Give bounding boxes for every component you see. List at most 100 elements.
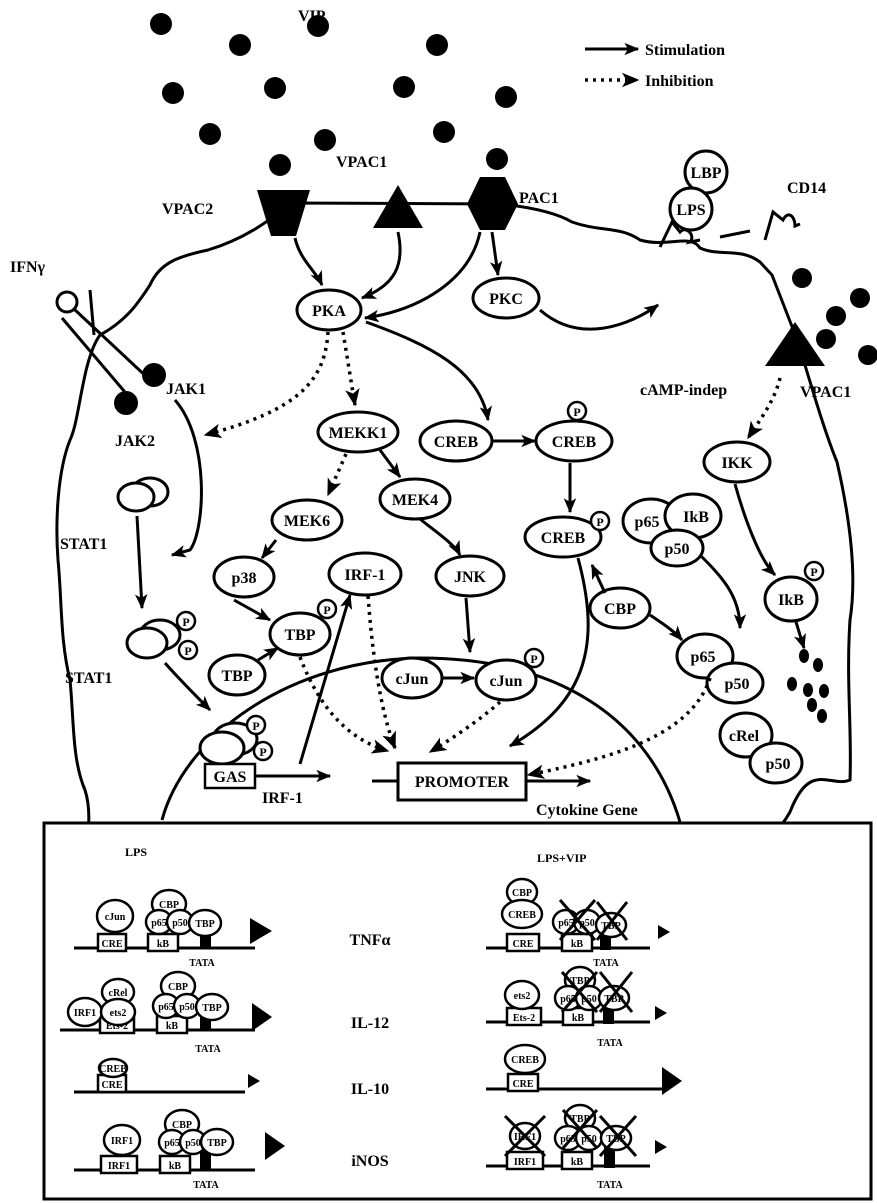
- svg-text:P: P: [596, 515, 603, 529]
- pac1-label: PAC1: [519, 190, 559, 207]
- svg-text:p50: p50: [766, 756, 791, 773]
- svg-text:CBP: CBP: [172, 1120, 192, 1131]
- stat1-inactive: [116, 476, 170, 513]
- svg-text:p50: p50: [665, 541, 690, 558]
- svg-text:CREB: CREB: [511, 1055, 539, 1066]
- svg-text:P: P: [573, 405, 580, 419]
- creb3-node: CREB P: [523, 510, 611, 559]
- svg-text:TATA: TATA: [597, 1180, 623, 1191]
- stat1-bottom-label: STAT1: [65, 670, 112, 687]
- svg-text:TBP: TBP: [221, 668, 252, 685]
- inset-lpsvip-header: LPS+VIP: [537, 851, 587, 865]
- promoter-box: [372, 761, 592, 802]
- svg-text:p65: p65: [691, 649, 716, 666]
- svg-text:TATA: TATA: [593, 958, 619, 969]
- svg-text:kB: kB: [571, 939, 584, 950]
- svg-text:IKK: IKK: [721, 455, 753, 472]
- vpac1-right-receptor: [765, 322, 825, 366]
- lpsvip-il10-promoter: CRE CREB: [486, 1043, 682, 1095]
- svg-text:p50: p50: [179, 1002, 195, 1013]
- svg-text:CREB: CREB: [508, 910, 536, 921]
- irf1-gene-label: IRF-1: [262, 790, 303, 807]
- svg-text:p65: p65: [151, 918, 167, 929]
- svg-text:CREB: CREB: [541, 530, 586, 547]
- legend-inhibition: Inhibition: [645, 73, 714, 90]
- svg-text:P: P: [323, 603, 330, 617]
- mekk1-node: MEKK1: [316, 410, 400, 454]
- lpsvip-il12-promoter: Ets-2 kB TATA ets2 TBP p65 p50 TBP: [486, 965, 667, 1049]
- svg-text:CRE: CRE: [101, 1080, 122, 1091]
- svg-text:MEK4: MEK4: [392, 492, 438, 509]
- cytokine-gene-label: Cytokine Gene: [536, 802, 638, 819]
- svg-text:CBP: CBP: [604, 601, 636, 618]
- svg-text:TBP: TBP: [604, 994, 623, 1005]
- svg-text:p50: p50: [581, 994, 597, 1005]
- svg-text:cRel: cRel: [109, 988, 128, 999]
- svg-text:p65: p65: [164, 1138, 180, 1149]
- svg-text:cJun: cJun: [105, 912, 126, 923]
- svg-text:p65: p65: [635, 514, 660, 531]
- svg-text:PKC: PKC: [489, 291, 523, 308]
- svg-text:MEK6: MEK6: [284, 513, 330, 530]
- crel-p50-node: cRel p50: [718, 711, 804, 785]
- svg-text:cJun: cJun: [490, 673, 523, 690]
- gene-il12: IL-12: [351, 1015, 389, 1032]
- jak1-label: JAK1: [166, 381, 206, 398]
- svg-text:p50: p50: [579, 918, 595, 929]
- svg-text:CREB: CREB: [552, 434, 597, 451]
- svg-text:TBP: TBP: [601, 921, 620, 932]
- svg-text:CRE: CRE: [512, 1079, 533, 1090]
- svg-text:IkB: IkB: [683, 509, 709, 526]
- svg-text:P: P: [184, 644, 191, 658]
- tbp-node: TBP: [207, 653, 267, 697]
- lps-il10-promoter: CRE CREB: [74, 1057, 260, 1094]
- svg-text:CRE: CRE: [512, 939, 533, 950]
- vip-label: VIP: [298, 8, 326, 25]
- mek6-node: MEK6: [270, 498, 344, 542]
- svg-text:kB: kB: [572, 1013, 585, 1024]
- svg-text:TBP: TBP: [202, 1003, 221, 1014]
- stat1-phosphorylated: P P: [125, 610, 199, 661]
- ifn-gamma-receptor: [55, 289, 166, 415]
- stat1-top-label: STAT1: [60, 536, 107, 553]
- gene-il10: IL-10: [351, 1081, 389, 1098]
- svg-text:p65: p65: [558, 918, 574, 929]
- ifn-gamma-label: IFNγ: [10, 259, 46, 276]
- lpsvip-inos-promoter: IRF1 kB TATA IRF1 TBP p65 p50 TBP: [486, 1103, 667, 1191]
- svg-text:TBP: TBP: [284, 627, 315, 644]
- p65-p50-node: p65 p50: [675, 632, 765, 705]
- svg-text:TATA: TATA: [195, 1044, 221, 1055]
- lps-label: LPS: [676, 202, 705, 219]
- svg-text:cRel: cRel: [729, 728, 760, 745]
- svg-text:TBP: TBP: [207, 1138, 226, 1149]
- creb1-node: CREB: [418, 419, 494, 463]
- svg-text:kB: kB: [571, 1157, 584, 1168]
- irf1-node: IRF-1: [327, 551, 403, 597]
- cjun1-node: cJun: [380, 656, 444, 700]
- svg-text:CRE: CRE: [101, 939, 122, 950]
- svg-text:CBP: CBP: [159, 900, 179, 911]
- inset-lps-header: LPS: [125, 845, 147, 859]
- svg-text:ets2: ets2: [110, 1008, 127, 1019]
- svg-text:cJun: cJun: [396, 671, 429, 688]
- vpac2-receptor: [257, 190, 310, 236]
- vip-ligand-dots: [150, 13, 877, 365]
- lpsvip-tnfa-promoter: CRE kB TATA CBP CREB p65 p50 TBP: [486, 877, 670, 969]
- lps-inos-promoter: IRF1 kB TATA IRF1 CBP p65 p50 TBP: [74, 1108, 285, 1191]
- gene-tnfa: TNFα: [350, 932, 391, 949]
- svg-text:TBP: TBP: [570, 976, 589, 987]
- svg-text:p38: p38: [232, 570, 257, 587]
- vpac1-receptor: [373, 185, 423, 228]
- svg-text:Ets-2: Ets-2: [106, 1021, 128, 1032]
- legend: Stimulation Inhibition: [585, 42, 725, 90]
- creb2-node: CREB P: [534, 400, 614, 463]
- pathway-arrows: [135, 231, 806, 779]
- pac1-receptor: [467, 177, 518, 230]
- svg-text:kB: kB: [166, 1021, 179, 1032]
- pka-node: PKA: [295, 288, 363, 332]
- svg-text:p50: p50: [185, 1138, 201, 1149]
- svg-text:Ets-2: Ets-2: [513, 1013, 535, 1024]
- cbp-node: CBP: [588, 586, 652, 630]
- svg-text:IRF1: IRF1: [111, 1136, 133, 1147]
